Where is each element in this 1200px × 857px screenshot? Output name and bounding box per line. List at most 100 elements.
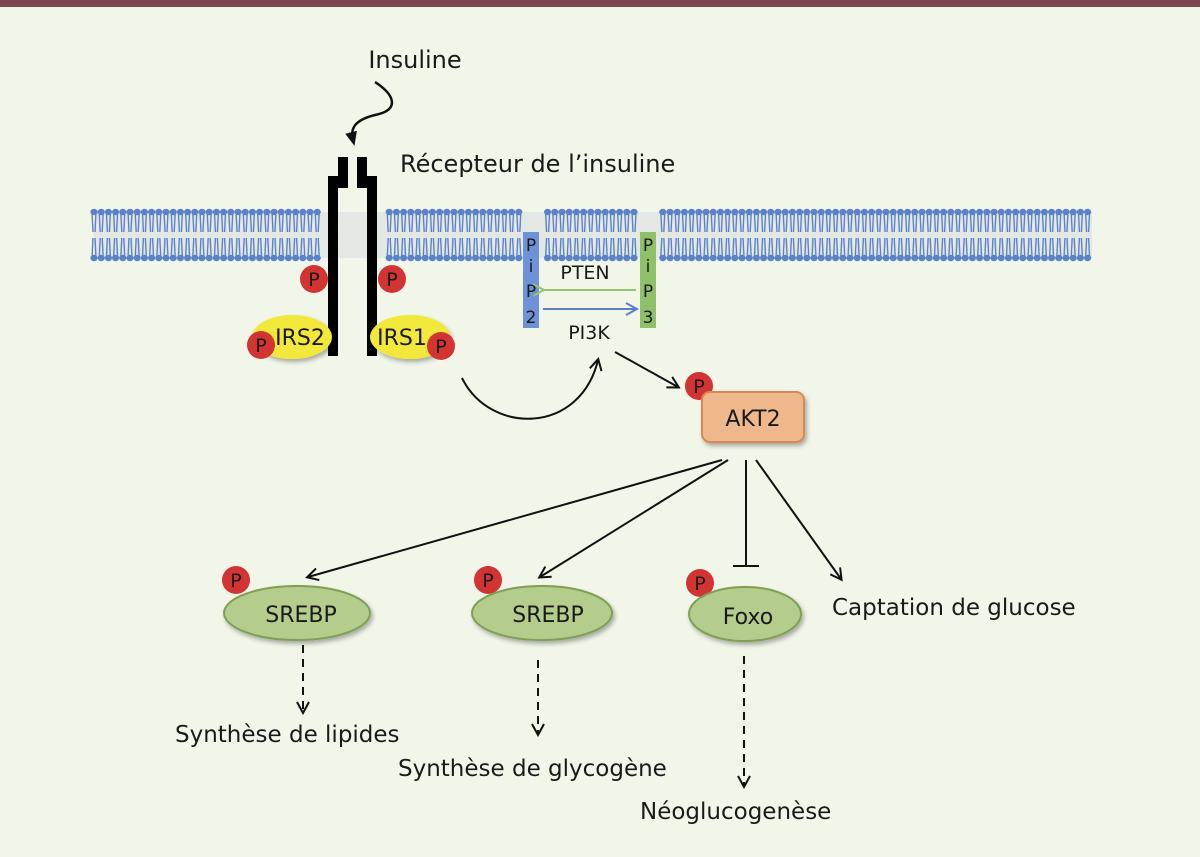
- lipid-tail: [487, 237, 493, 259]
- gluconeogenesis-label: Néoglucogenèse: [640, 799, 831, 825]
- lipid-tail: [400, 211, 407, 233]
- lipid-tail: [264, 237, 270, 259]
- lipid-tail: [724, 237, 731, 259]
- lipid-tail: [465, 237, 472, 259]
- lipid-tail: [876, 237, 882, 259]
- lipid-tail: [314, 237, 320, 259]
- lipid-tail: [760, 237, 767, 259]
- lipid-tail: [696, 211, 702, 233]
- lipid-tail: [912, 211, 918, 233]
- lipid-tail: [897, 237, 904, 259]
- lipid-tail: [674, 211, 680, 233]
- insulin-label: Insuline: [368, 46, 461, 74]
- phospho-circle: [686, 569, 714, 597]
- lipid-tail: [998, 237, 1004, 259]
- lipid-tail: [436, 237, 443, 259]
- srebp1-phospho: P: [222, 566, 250, 594]
- lipid-tail: [667, 211, 673, 233]
- pip2-letter: i: [529, 257, 534, 277]
- lipid-tail: [861, 237, 868, 259]
- lipid-tail: [1084, 237, 1091, 259]
- lipid-tail: [753, 211, 760, 233]
- lipid-tail: [868, 237, 875, 259]
- lipid-tail: [199, 237, 205, 259]
- lipid-tail: [112, 211, 119, 233]
- lipid-tail: [804, 237, 810, 259]
- lipid-tail: [415, 211, 421, 233]
- lipid-tail: [760, 211, 767, 233]
- phospho-label: P: [255, 335, 266, 357]
- lipid-tail: [472, 211, 479, 233]
- lipid-tail: [242, 211, 248, 233]
- lipid-tail: [710, 211, 716, 233]
- akt2-to-srebp2-arrow: [540, 459, 729, 577]
- pi3k-label: PI3K: [568, 322, 610, 344]
- lipid-tail: [854, 237, 860, 259]
- lipid-tail: [847, 211, 853, 233]
- lipid-tail: [660, 237, 666, 259]
- irs1-label: IRS1: [377, 326, 427, 351]
- lipid-tail: [436, 211, 443, 233]
- akt2-label: AKT2: [725, 407, 780, 432]
- lipid-tail: [1070, 237, 1076, 259]
- lipid-tail: [444, 237, 450, 259]
- lipid-tail: [782, 237, 788, 259]
- lipid-tail: [566, 211, 572, 233]
- lipid-tail: [516, 211, 522, 233]
- lipid-tail: [314, 211, 320, 233]
- lipid-tail: [516, 237, 522, 259]
- lipid-tail: [955, 237, 961, 259]
- lipid-tail: [926, 237, 932, 259]
- pip2-letter: P: [526, 282, 536, 302]
- foxo-label: Foxo: [723, 605, 773, 630]
- pip3-bar: P i P 3: [640, 232, 656, 328]
- lipid-tail: [609, 237, 616, 259]
- srebp2-phospho: P: [474, 566, 502, 594]
- lipid-tail: [595, 237, 601, 259]
- lipid-tail: [494, 211, 500, 233]
- akt2-inhibits-foxo: [733, 460, 759, 567]
- lipid-tail: [285, 237, 292, 259]
- phospho-circle: [222, 566, 250, 594]
- lipid-tail: [818, 237, 824, 259]
- lipid-tail: [868, 211, 875, 233]
- lipid-tail: [91, 211, 97, 233]
- lipid-tail: [256, 211, 263, 233]
- lipid-tail: [890, 211, 896, 233]
- lipid-tail: [508, 237, 515, 259]
- lipid-tail: [192, 211, 198, 233]
- phospho-circle: [378, 265, 406, 293]
- lipid-tail: [105, 211, 112, 233]
- lipid-tail: [739, 211, 745, 233]
- lipid-tail: [825, 237, 832, 259]
- lipid-synthesis-label: Synthèse de lipides: [175, 722, 400, 748]
- lipid-tail: [271, 237, 277, 259]
- lipid-tail: [1034, 211, 1040, 233]
- lipid-tail: [616, 211, 623, 233]
- lipid-tail: [825, 211, 832, 233]
- lipid-tail: [307, 211, 313, 233]
- receptor-label: Récepteur de l’insuline: [400, 150, 675, 178]
- lipid-tail: [228, 211, 234, 233]
- lipid-tail: [602, 211, 608, 233]
- lipid-tail: [98, 211, 104, 233]
- lipid-tail: [724, 211, 731, 233]
- lipid-tail: [768, 211, 774, 233]
- pi3k-to-akt2-arrow: [614, 351, 678, 387]
- lipid-tail: [1056, 237, 1062, 259]
- pip2-letter: 2: [526, 308, 537, 328]
- lipid-tail: [501, 211, 508, 233]
- lipid-tail: [393, 211, 400, 233]
- lipid-tail: [1077, 237, 1084, 259]
- cell-membrane: [90, 208, 1092, 262]
- lipid-tail: [508, 211, 515, 233]
- lipid-tail: [120, 211, 126, 233]
- lipid-tail: [703, 211, 709, 233]
- lipid-tail: [818, 211, 824, 233]
- receptor-phospho-left: P: [300, 265, 328, 293]
- lipid-tail: [732, 211, 738, 233]
- lipid-tail: [429, 237, 436, 259]
- lipid-tail: [408, 237, 414, 259]
- pip3-letter: P: [643, 282, 653, 302]
- lipid-tail: [1056, 211, 1062, 233]
